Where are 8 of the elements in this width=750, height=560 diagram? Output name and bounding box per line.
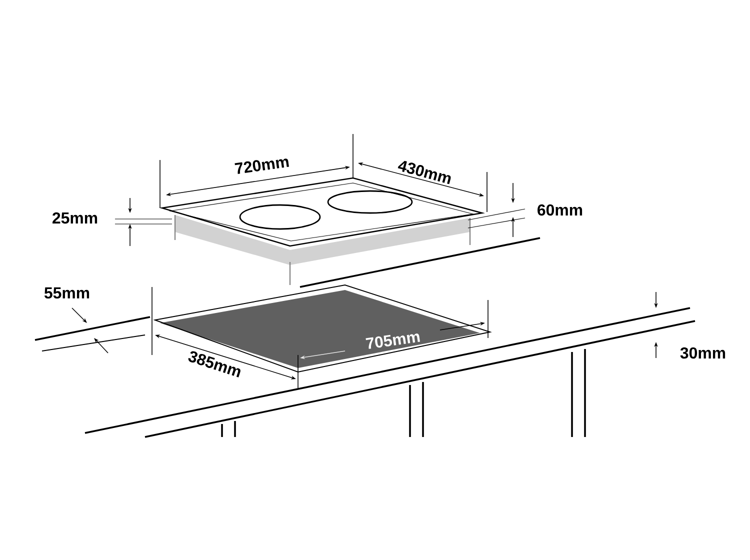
dimension-label: 60mm xyxy=(538,204,582,216)
dimension-label: 30mm xyxy=(680,347,726,359)
dimension-label: 705mm xyxy=(366,334,420,349)
dimension-label: 720mm xyxy=(234,158,289,174)
dimension-label: 430mm xyxy=(398,160,451,184)
dimension-label: 385mm xyxy=(188,351,240,378)
dimension-label: 55mm xyxy=(44,287,90,299)
dimension-label: 25mm xyxy=(52,212,98,224)
